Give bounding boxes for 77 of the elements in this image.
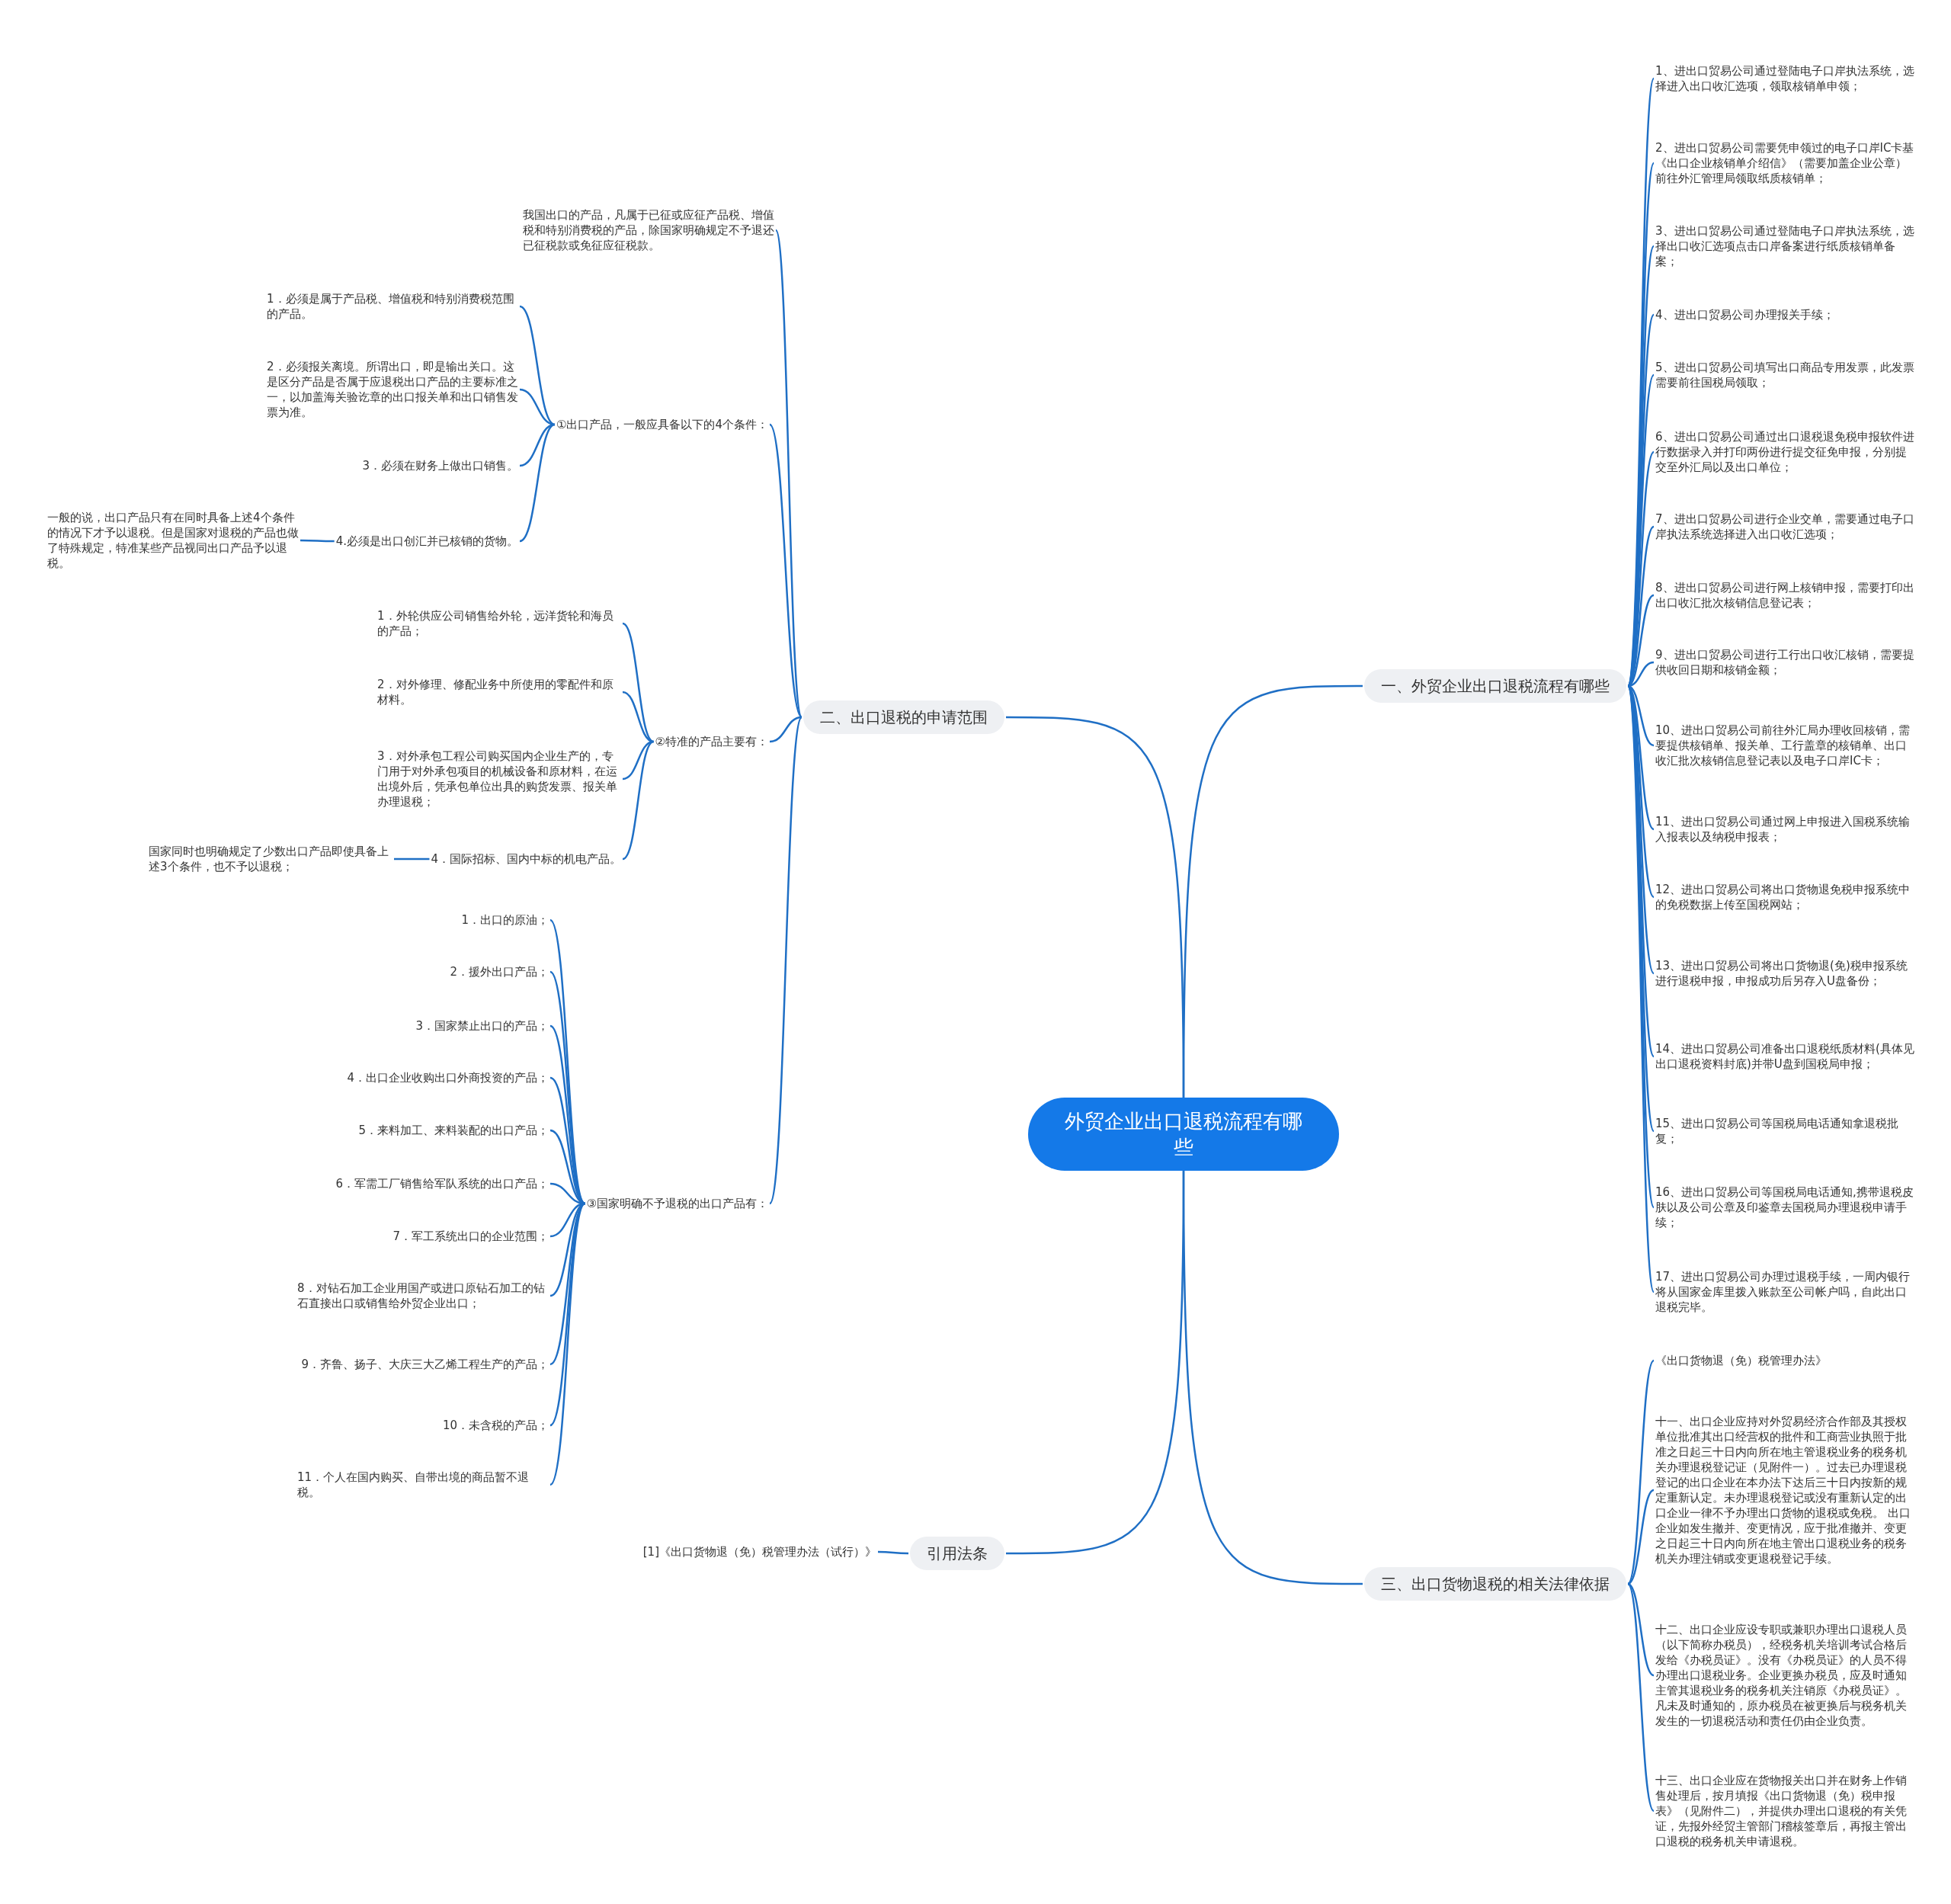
branch-topic: 二、出口退税的申请范围 [803,700,1004,734]
branch-topic: 三、出口货物退税的相关法律依据 [1364,1567,1626,1601]
topic-text: 3、进出口贸易公司通过登陆电子口岸执法系统，选择出口收汇选项点击口岸备案进行纸质核销单备案； [1655,223,1914,269]
topic-text: 十一、出口企业应持对外贸易经济合作部及其授权单位批准其出口经营权的批件和工商营业执照于批准之日起三十日内向所在地主管退税业务的税务机关办理退税登记证（见附件一）。过去已办理退税登记的出口企业在本办法下达后三十日内按新的规定重新认定。未办理退税登记或没有重新认定的出口企业一律不予办理出口货物的退税或免税。 出口企业如发生撤并、变更情况，应于批准撤并、变更之日起三十日内向所在地主管出口退税业务的税务机关办理注销或变更退税登记手续。 [1655,1414,1914,1566]
topic-text: 4．国际招标、国内中标的机电产品。 [431,851,621,867]
connector-line [1627,1489,1655,1585]
connector-line [768,716,803,1204]
topic-text: [1]《出口货物退（免）税管理办法（试行）》 [642,1544,876,1559]
connector-line [1006,716,1185,1098]
connector-line [768,424,803,718]
topic-text: 2．必须报关离境。所谓出口，即是输出关口。这是区分产品是否属于应退税出口产品的主要标准之一，以加盖海关验讫章的出口报关单和出口销售发票为准。 [267,359,518,420]
topic-text: 3．必须在财务上做出口销售。 [362,458,518,473]
central-topic: 外贸企业出口退税流程有哪些 [1028,1098,1339,1171]
topic-text: ①出口产品，一般应具备以下的4个条件： [556,417,768,432]
topic-text: 7．军工系统出口的企业范围； [392,1229,549,1244]
branch-topic: 一、外贸企业出口退税流程有哪些 [1364,669,1626,703]
topic-text: 一般的说，出口产品只有在同时具备上述4个条件的情况下才予以退税。但是国家对退税的产品也做了特殊规定，特准某些产品视同出口产品予以退税。 [47,510,299,571]
connector-line [622,740,654,781]
topic-text: ②特准的产品主要有： [655,734,768,749]
topic-text: 10．未含税的产品； [442,1418,549,1433]
topic-text: 14、进出口贸易公司准备出口退税纸质材料(具体见出口退税资料封底)并带U盘到国税局申报； [1655,1041,1914,1072]
topic-text: 6、进出口贸易公司通过出口退税退免税申报软件进行数据录入并打印两份进行提交征免申报，分别提交至外汇局以及出口单位； [1655,429,1914,475]
connector-line [519,305,556,426]
connector-line [622,691,654,743]
topic-text: 5．来料加工、来料装配的出口产品； [358,1123,549,1138]
topic-text: 12、进出口贸易公司将出口货物退免税申报系统中的免税数据上传至国税网站； [1655,882,1914,912]
topic-text: 13、进出口贸易公司将出口货物退(免)税申报系统进行退税申报，申报成功后另存入U盘备份； [1655,958,1914,989]
connector-line [1626,1583,1655,1812]
topic-text: 5、进出口贸易公司填写出口商品专用发票，此发票需要前往国税局领取； [1655,360,1914,390]
topic-text: 十三、出口企业应在货物报关出口并在财务上作销售处理后，按月填报《出口货物退（免）税申报表》（见附件二），并提供办理出口退税的有关凭证，先报外经贸主管部门稽核签章后，再报主管出口退税的税务机关申请退税。 [1655,1773,1914,1849]
topic-text: 7、进出口贸易公司进行企业交单，需要通过电子口岸执法系统选择进入出口收汇选项； [1655,511,1914,542]
topic-text: 15、进出口贸易公司等国税局电话通知拿退税批复； [1655,1116,1914,1146]
connector-line [519,388,556,426]
topic-text: 9．齐鲁、扬子、大庆三大乙烯工程生产的产品； [301,1357,549,1372]
topic-text: 10、进出口贸易公司前往外汇局办理收回核销，需要提供核销单、报关单、工行盖章的核销单、出口收汇批次核销信息登记表以及电子口岸IC卡； [1655,723,1914,768]
topic-text: 17、进出口贸易公司办理过退税手续，一周内银行将从国家金库里拨入账款至公司帐户吗，自此出口退税完毕。 [1655,1269,1914,1315]
topic-text: 我国出口的产品，凡属于已征或应征产品税、增值税和特别消费税的产品，除国家明确规定不予退还已征税款或免征应征税款。 [523,207,774,253]
connector-line [394,857,430,861]
topic-text: 16、进出口贸易公司等国税局电话通知,携带退税皮肤以及公司公章及印鉴章去国税局办理退税申请手续； [1655,1184,1914,1230]
connector-line [1627,1582,1655,1677]
topic-text: 8．对钻石加工企业用国产或进口原钻石加工的钻石直接出口或销售给外贸企业出口； [297,1281,549,1311]
connector-line [519,423,556,543]
connector-line [1006,1171,1185,1555]
topic-text: 9、进出口贸易公司进行工行出口收汇核销，需要提供收回日期和核销金额； [1655,647,1914,678]
topic-text: 8、进出口贸易公司进行网上核销申报，需要打印出出口收汇批次核销信息登记表； [1655,580,1914,611]
topic-text: 3．对外承包工程公司购买国内企业生产的，专门用于对外承包项目的机械设备和原材料，在运出境外后，凭承包单位出具的购货发票、报关单办理退税； [377,748,621,809]
connector-line [300,539,335,543]
topic-text: 1、进出口贸易公司通过登陆电子口岸执法系统，选择进入出口收汇选项，领取核销单申领； [1655,63,1914,94]
topic-text: 1．外轮供应公司销售给外轮，远洋货轮和海员的产品； [377,608,621,639]
topic-text: 11．个人在国内购买、自带出境的商品暂不退税。 [297,1470,549,1500]
topic-text: 十二、出口企业应设专职或兼职办理出口退税人员（以下简称办税员），经税务机关培训考试合格后发给《办税员证》。没有《办税员证》的人员不得办理出口退税业务。企业更换办税员，应及时通知主管其退税业务的税务机关注销原《办税员证》。凡未及时通知的，原办税员在被更换后与税务机关发生的一切退税活动和责任仍由企业负责。 [1655,1622,1914,1729]
connector-line [774,229,803,718]
topic-text: 4、进出口贸易公司办理报关手续； [1655,307,1914,322]
connector-line [549,1129,585,1205]
connector-line [549,1025,586,1204]
connector-line [549,1203,586,1426]
connector-line [1626,1360,1655,1585]
connector-line [769,716,803,743]
topic-text: 1．出口的原油； [461,912,549,928]
topic-text: 11、进出口贸易公司通过网上申报进入国税系统输入报表以及纳税申报表； [1655,814,1914,845]
topic-text: 4．出口企业收购出口外商投资的产品； [347,1070,549,1085]
topic-text: 《出口货物退（免）税管理办法》 [1655,1353,1914,1368]
connector-line [878,1550,908,1555]
connector-line [622,622,655,743]
connector-line [549,1203,586,1486]
topic-text: ③国家明确不予退税的出口产品有： [586,1196,768,1211]
connector-line [549,971,586,1204]
topic-text: 3．国家禁止出口的产品； [415,1018,549,1034]
topic-text: 6．军需工厂销售给军队系统的出口产品； [335,1176,549,1191]
topic-text: 2、进出口贸易公司需要凭申领过的电子口岸IC卡基《出口企业核销单介绍信》（需要加盖企业公章）前往外汇管理局领取纸质核销单； [1655,140,1914,186]
branch-topic: 引用法条 [910,1537,1004,1570]
topic-text: 2．对外修理、修配业务中所使用的零配件和原材料。 [377,677,621,707]
topic-text: 国家同时也明确规定了少数出口产品即使具备上述3个条件，也不予以退税； [149,844,392,874]
topic-text: 1．必须是属于产品税、增值税和特别消费税范围的产品。 [267,291,518,322]
topic-text: 4.必须是出口创汇并已核销的货物。 [335,534,518,549]
topic-text: 2．援外出口产品； [450,964,549,979]
connector-line [622,740,655,861]
